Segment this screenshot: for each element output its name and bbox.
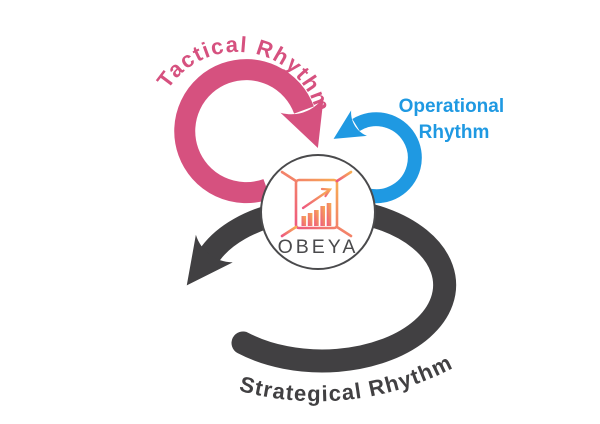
tactical-cycle-arrow [174, 59, 324, 204]
obeya-room-chart-icon [280, 170, 353, 238]
room-corner-edges [280, 170, 353, 238]
room-back-wall [294, 178, 339, 230]
operational-rhythm-label: Operational Rhythm [399, 96, 510, 143]
growth-arrow-icon [301, 187, 333, 210]
obeya-label: OBEYA [278, 236, 359, 258]
bar-chart-icon [301, 203, 332, 226]
